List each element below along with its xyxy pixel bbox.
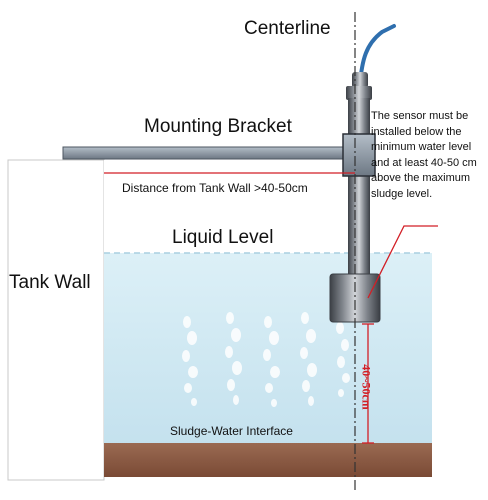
note-line: minimum water level [371,141,472,154]
aeration-bubbles [182,312,350,407]
bracket-clamp [342,133,376,177]
tank-interior [104,160,432,253]
sensor-shaft [348,98,370,278]
note-leader [367,225,438,299]
sensor-connector [352,72,368,88]
sludge-interface-label: Sludge-Water Interface [170,424,293,438]
sensor-head [346,86,372,100]
distance-from-wall-label: Distance from Tank Wall >40-50cm [122,181,308,195]
mounting-bracket-label: Mounting Bracket [144,116,292,137]
note-line: above the maximum [371,172,471,185]
note-line: The sensor must be [371,110,469,122]
tank-wall-label: Tank Wall [9,272,91,293]
tank-wall [7,159,105,481]
note-line: and at least 40-50 cm [371,156,477,169]
depth-dimension-label: 40~50cm [359,364,374,410]
note-line: installed below the [371,125,462,138]
liquid-level-label: Liquid Level [172,227,274,248]
centerline-label: Centerline [244,18,331,39]
mounting-bracket [62,146,354,160]
installation-note: The sensor must be installed below the m… [371,109,485,203]
note-line: sludge level. [371,187,433,200]
sludge-layer [104,443,432,477]
